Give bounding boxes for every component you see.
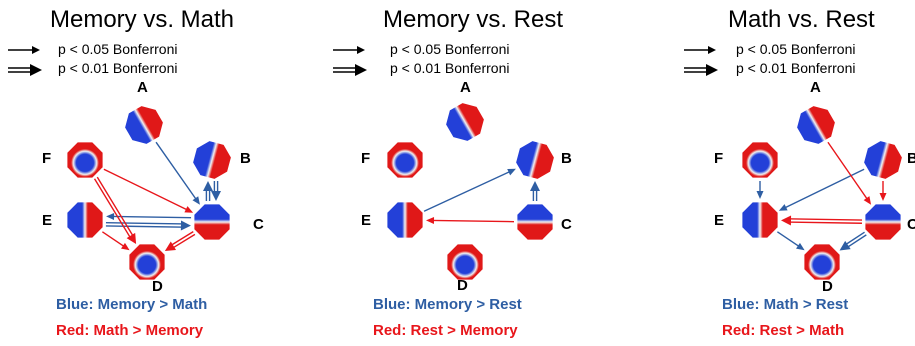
node-label-c: C xyxy=(253,216,264,233)
network-diagram xyxy=(67,106,231,280)
panel-title: Memory vs. Math xyxy=(50,6,235,33)
edge-e-to-c xyxy=(105,220,191,231)
node-label-e: E xyxy=(714,212,725,229)
node-label-f: F xyxy=(714,150,724,167)
network-diagram xyxy=(387,103,554,280)
node-f xyxy=(67,142,103,178)
legend-arrows xyxy=(684,46,718,76)
edge-f-to-c xyxy=(103,168,194,213)
node-b xyxy=(864,141,902,179)
network-diagram xyxy=(742,106,902,280)
node-label-d: D xyxy=(822,278,833,295)
edge-c-to-d xyxy=(839,231,867,251)
caption-blue: Blue: Memory > Math xyxy=(56,296,208,313)
edge-f-to-e xyxy=(756,181,764,199)
node-e xyxy=(67,202,103,238)
node-c xyxy=(517,204,553,240)
node-c xyxy=(865,204,901,240)
edge-c-to-e xyxy=(780,215,863,226)
panel-title: Math vs. Rest xyxy=(728,6,875,33)
node-label-e: E xyxy=(361,212,372,229)
node-label-b: B xyxy=(240,150,251,167)
node-b xyxy=(193,141,231,179)
legend-double: p < 0.01 Bonferroni xyxy=(390,60,510,76)
panel-memory-vs-math: Memory vs. Math p < 0.05 Bonferroni p < … xyxy=(0,0,305,346)
node-a xyxy=(797,106,835,144)
edge-c-to-d xyxy=(164,231,196,251)
node-label-d: D xyxy=(152,278,163,295)
legend-single: p < 0.05 Bonferroni xyxy=(390,41,510,57)
edge-e-to-d xyxy=(101,231,130,251)
node-c xyxy=(194,204,230,240)
node-a xyxy=(446,103,484,141)
caption-red: Red: Rest > Memory xyxy=(373,322,518,339)
node-label-a: A xyxy=(137,79,148,96)
panel-memory-vs-rest: Memory vs. Rest p < 0.05 Bonferroni p < … xyxy=(305,0,610,346)
edge-b-to-c xyxy=(879,181,887,201)
node-d xyxy=(129,244,165,280)
legend-double: p < 0.01 Bonferroni xyxy=(736,60,856,76)
node-e xyxy=(387,202,423,238)
panel-math-vs-rest: Math vs. Rest p < 0.05 Bonferroni p < 0.… xyxy=(610,0,915,346)
node-label-a: A xyxy=(460,79,471,96)
node-label-f: F xyxy=(42,150,52,167)
legend-single: p < 0.05 Bonferroni xyxy=(736,41,856,57)
node-f xyxy=(387,142,423,178)
edge-c-to-e xyxy=(106,212,192,220)
edge-e-to-d xyxy=(776,231,805,251)
edge-c-to-b xyxy=(530,181,540,201)
caption-red: Red: Rest > Math xyxy=(722,322,845,339)
node-label-b: B xyxy=(907,150,915,167)
edge-c-to-b xyxy=(203,181,213,201)
panel-title: Memory vs. Rest xyxy=(383,6,564,33)
edge-a-to-c xyxy=(155,141,200,205)
legend-double: p < 0.01 Bonferroni xyxy=(58,60,178,76)
caption-blue: Blue: Math > Rest xyxy=(722,296,849,313)
node-f xyxy=(742,142,778,178)
legend-arrows xyxy=(333,46,367,76)
node-e xyxy=(742,202,778,238)
edge-b-to-c xyxy=(211,181,221,201)
node-d xyxy=(447,244,483,280)
node-a xyxy=(125,106,163,144)
node-label-e: E xyxy=(42,212,53,229)
legend-arrows xyxy=(8,46,42,76)
caption-blue: Blue: Memory > Rest xyxy=(373,296,522,313)
node-d xyxy=(804,244,840,280)
node-label-b: B xyxy=(561,150,572,167)
node-b xyxy=(516,141,554,179)
node-label-f: F xyxy=(361,150,371,167)
caption-red: Red: Math > Memory xyxy=(56,322,204,339)
edge-e-to-b xyxy=(423,168,516,212)
node-label-c: C xyxy=(907,216,915,233)
edge-c-to-e xyxy=(425,216,515,224)
edge-f-to-d xyxy=(93,176,137,245)
legend-single: p < 0.05 Bonferroni xyxy=(58,41,178,57)
node-label-c: C xyxy=(561,216,572,233)
node-label-d: D xyxy=(457,277,468,294)
edge-a-to-c xyxy=(827,141,872,205)
node-label-a: A xyxy=(810,79,821,96)
